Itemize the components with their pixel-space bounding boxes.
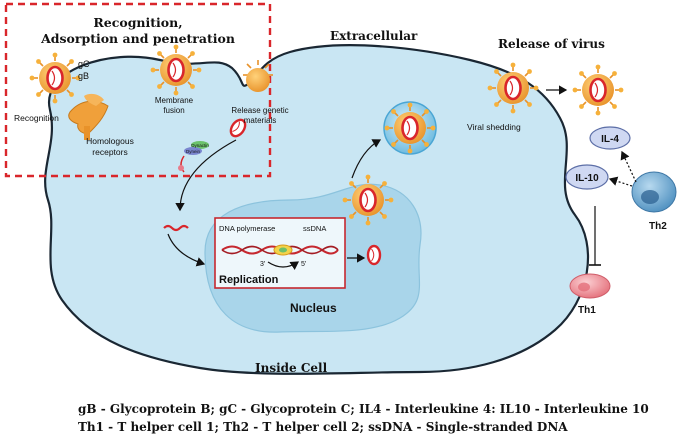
label-membrane-1: Membrane <box>155 96 194 105</box>
th1-cell <box>569 273 611 299</box>
recognition-header-2: Adsorption and penetration <box>40 31 235 46</box>
label-release-genetic-1: Release genetic <box>231 106 288 115</box>
label-gb: gB <box>78 71 89 81</box>
virion-release-envelope <box>243 60 273 92</box>
arrow-transport <box>175 139 237 212</box>
virion-shedding <box>486 61 540 115</box>
capsid-from-nucleus <box>366 244 382 266</box>
label-homologous-2: receptors <box>92 147 127 157</box>
label-extracellular: Extracellular <box>330 29 418 43</box>
label-il10: IL-10 <box>575 173 599 184</box>
label-3-prime: 3' <box>260 261 265 268</box>
label-th1: Th1 <box>578 305 596 316</box>
recognition-box <box>4 2 272 178</box>
label-il4: IL-4 <box>601 134 619 145</box>
il10-cell <box>565 164 609 190</box>
label-nucleus: Nucleus <box>290 301 337 315</box>
dynein-motor <box>178 141 209 173</box>
label-replication: Replication <box>219 274 279 286</box>
diagram-canvas: Recognition, Adsorption and penetration … <box>4 2 677 375</box>
label-dynein: Dynein <box>186 149 201 154</box>
inhibit-il10-th1 <box>589 206 601 266</box>
label-recognition: Recognition <box>14 113 59 123</box>
arrow-to-nucleus <box>167 233 206 267</box>
label-viral-shedding: Viral shedding <box>467 122 521 132</box>
arrow-th2-il4 <box>620 150 637 183</box>
label-th2: Th2 <box>649 221 667 232</box>
label-gc: gC <box>78 59 90 69</box>
viral-dna-fragment <box>163 224 189 232</box>
label-5-prime: 5' <box>301 261 306 268</box>
virion-released <box>571 63 625 117</box>
label-release-of-virus: Release of virus <box>498 37 605 51</box>
il4-cell <box>589 126 631 150</box>
label-membrane-2: fusion <box>163 106 184 115</box>
virion-recognition <box>28 51 82 105</box>
label-release-genetic-2: materials <box>244 116 276 125</box>
virion-in-vesicle <box>383 101 437 155</box>
virion-budding <box>341 173 395 227</box>
legend-line-2: Th1 - T helper cell 1; Th2 - T helper ce… <box>78 420 568 434</box>
dna-helix <box>221 244 339 270</box>
label-inside-cell: Inside Cell <box>255 361 328 375</box>
th2-cell <box>631 171 677 213</box>
label-dna-polymerase: DNA polymerase <box>219 224 275 233</box>
arrow-th2-il10 <box>608 176 633 187</box>
label-dynactin: Dynactin <box>191 143 209 148</box>
homologous-receptor <box>68 93 109 140</box>
legend-line-1: gB - Glycoprotein B; gC - Glycoprotein C… <box>78 402 649 416</box>
recognition-header-1: Recognition, <box>93 15 182 30</box>
virion-membrane-fusion <box>149 43 203 97</box>
label-ssdna: ssDNA <box>303 224 326 233</box>
label-homologous-1: Homologous <box>86 136 134 146</box>
arrow-to-shedding <box>351 139 382 179</box>
